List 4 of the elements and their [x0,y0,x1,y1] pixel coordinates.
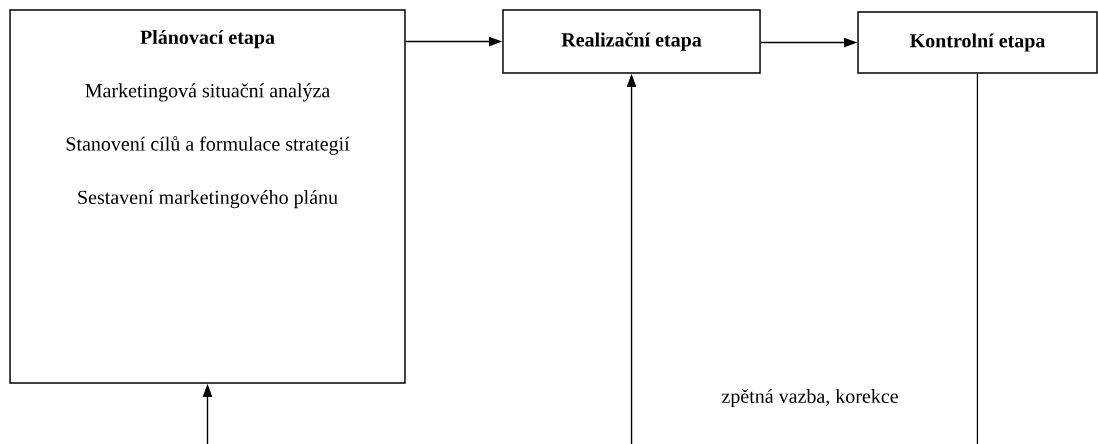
note-text: zpětná vazba, korekce [722,388,898,408]
stage-box: Realizační etapa [502,9,761,74]
stage-box: Kontrolní etapa [857,11,1098,74]
stage-box: Plánovací etapa Marketingová situační analýza Stanovení cílů a formulace strategií Sestavení marketingového plánu [9,9,406,384]
